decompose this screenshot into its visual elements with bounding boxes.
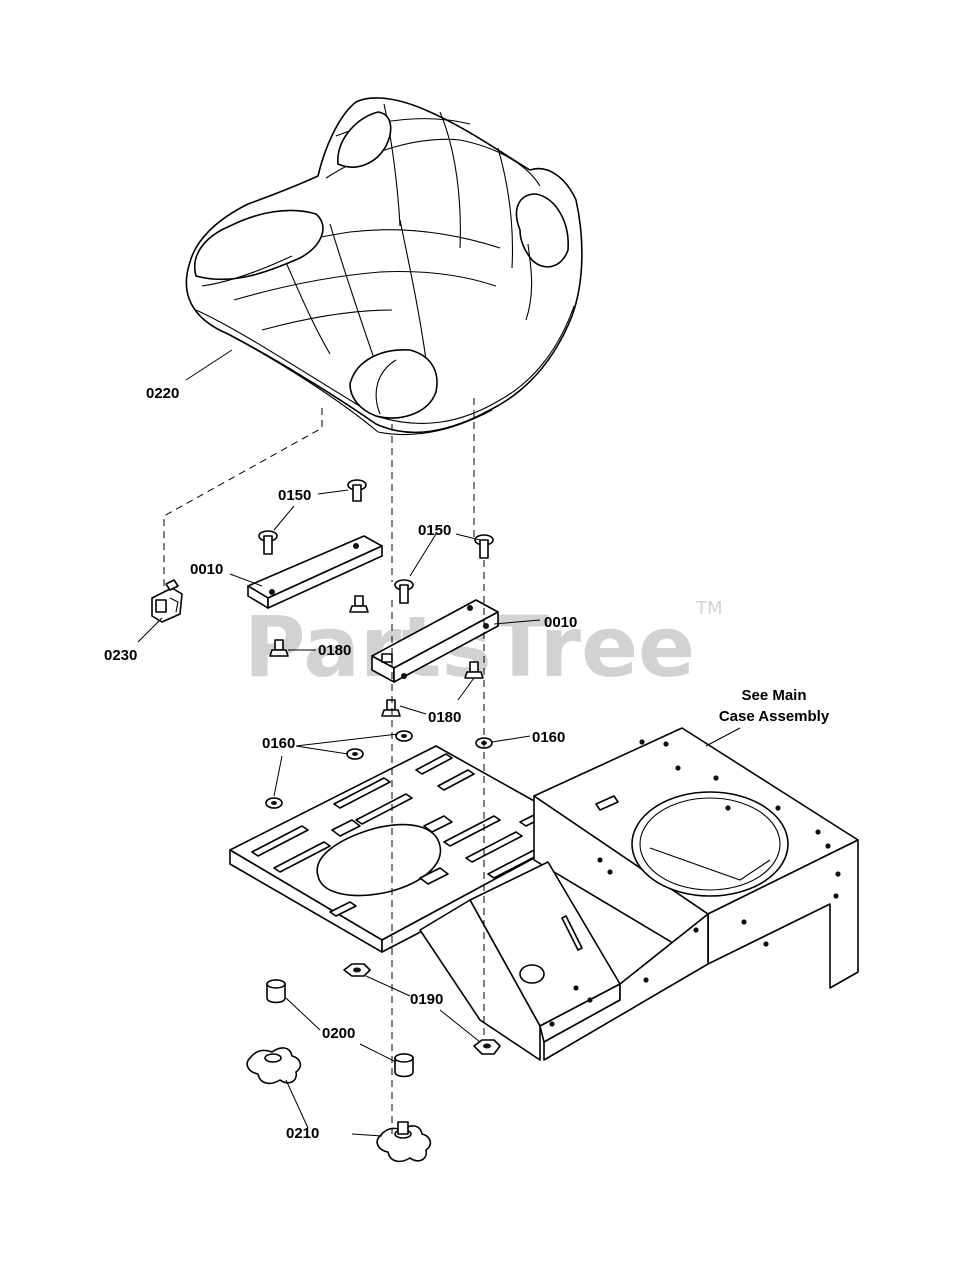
carriage-bolt-part[interactable] bbox=[394, 579, 414, 604]
carriage-bolt-part[interactable] bbox=[258, 530, 278, 555]
callout-0150: 0150 bbox=[418, 522, 451, 539]
washer-part[interactable] bbox=[265, 797, 283, 809]
callout-0210: 0210 bbox=[286, 1125, 319, 1142]
star-knob-part[interactable] bbox=[246, 1047, 302, 1085]
callout-0150: 0150 bbox=[278, 487, 311, 504]
seat-slide-upper-part[interactable] bbox=[247, 535, 383, 609]
leader-lines bbox=[137, 349, 741, 1137]
star-knob-part[interactable] bbox=[376, 1121, 432, 1163]
carriage-bolt-part[interactable] bbox=[347, 479, 367, 502]
callout-0180: 0180 bbox=[428, 709, 461, 726]
washer-part[interactable] bbox=[346, 748, 364, 760]
note-line-2: Case Assembly bbox=[719, 708, 830, 725]
callout-0220: 0220 bbox=[146, 385, 179, 402]
callout-0010: 0010 bbox=[190, 561, 223, 578]
spacer-part[interactable] bbox=[394, 1053, 414, 1078]
note-line-1: See Main bbox=[741, 687, 806, 704]
callout-0160: 0160 bbox=[532, 729, 565, 746]
flange-screw-part[interactable] bbox=[349, 595, 369, 613]
washer-part[interactable] bbox=[395, 730, 413, 742]
seat-slide-lower-part[interactable] bbox=[371, 599, 499, 683]
flange-screw-part[interactable] bbox=[381, 699, 401, 717]
spacer-part[interactable] bbox=[266, 979, 286, 1004]
callout-0200: 0200 bbox=[322, 1025, 355, 1042]
flange-screw-part[interactable] bbox=[269, 639, 289, 657]
hex-nut-part[interactable] bbox=[343, 963, 371, 977]
main-case-frame bbox=[419, 727, 859, 1061]
callout-0010: 0010 bbox=[544, 614, 577, 631]
callout-0180: 0180 bbox=[318, 642, 351, 659]
watermark-trademark: TM bbox=[695, 598, 723, 619]
callout-0190: 0190 bbox=[410, 991, 443, 1008]
callout-0160: 0160 bbox=[262, 735, 295, 752]
hex-nut-part[interactable] bbox=[473, 1039, 501, 1055]
flange-screw-part[interactable] bbox=[464, 661, 484, 679]
callout-0230: 0230 bbox=[104, 647, 137, 664]
seat-switch-part[interactable] bbox=[151, 579, 183, 623]
carriage-bolt-part[interactable] bbox=[474, 534, 494, 559]
assembly-lines bbox=[163, 398, 485, 1134]
seat-part[interactable] bbox=[185, 97, 583, 436]
